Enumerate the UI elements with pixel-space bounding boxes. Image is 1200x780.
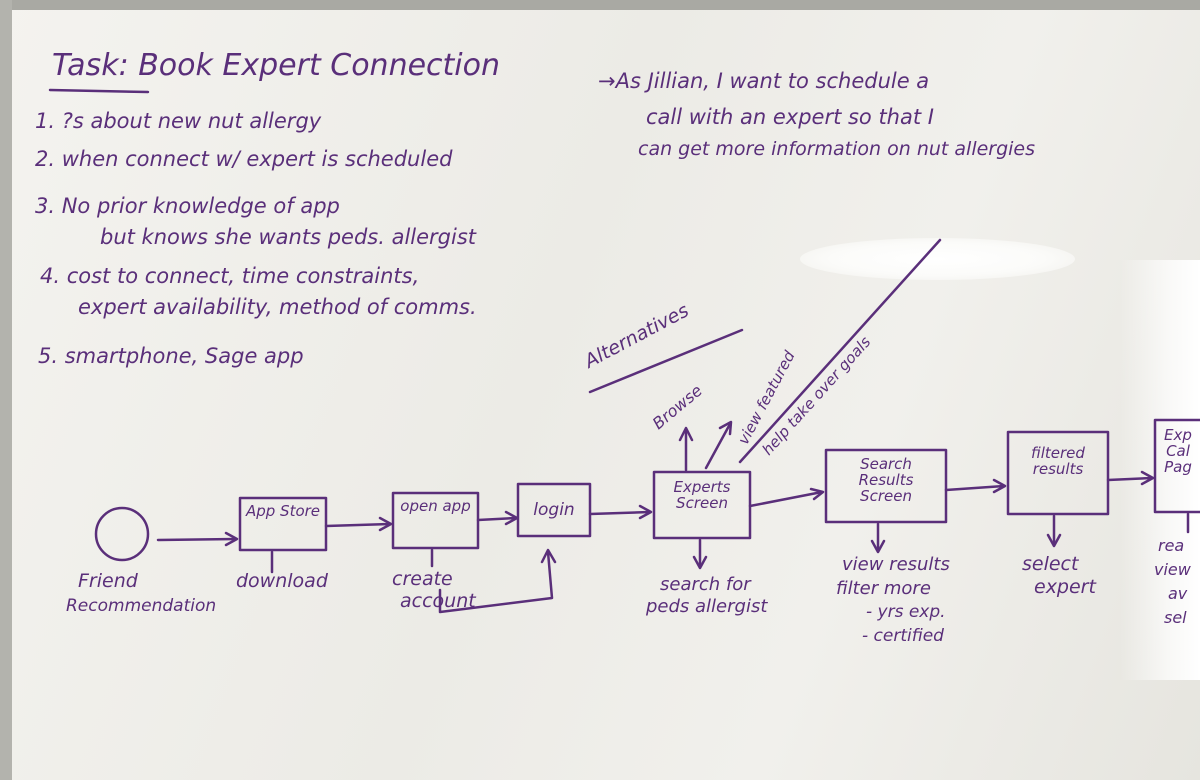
download-label: download (236, 570, 328, 592)
partial-line-3: av (1168, 584, 1188, 603)
create-account-line-2: account (400, 590, 476, 612)
select-expert-line-1: select (1022, 553, 1079, 575)
task-title: Task: Book Expert Connection (52, 48, 500, 83)
box-expert-calendar-label: Exp Cal Pag (1164, 428, 1192, 476)
view-results-line-1: view results (842, 554, 950, 575)
note-1: 1. ?s about new nut allergy (35, 109, 322, 133)
select-expert-line-2: expert (1034, 576, 1096, 598)
box-expert-calendar (1153, 418, 1200, 514)
start-circle (94, 506, 150, 562)
box-app-store (238, 496, 328, 552)
light-glare (800, 238, 1075, 280)
partial-line-2: view (1154, 560, 1191, 579)
user-story-line-3: can get more information on nut allergie… (638, 138, 1036, 160)
note-5: 5. smartphone, Sage app (38, 344, 304, 368)
box-filtered-results (1006, 430, 1110, 516)
box-login-label: login (533, 500, 575, 520)
note-4: 4. cost to connect, time constraints, (40, 264, 420, 288)
create-account-line-1: create (392, 568, 453, 590)
light-glare-right (1120, 260, 1200, 680)
start-label-line-2: Recommendation (66, 596, 217, 616)
note-2: 2. when connect w/ expert is scheduled (35, 147, 453, 171)
view-results-line-3: - yrs exp. (866, 602, 946, 622)
box-filtered-results-label: filtered results (1031, 444, 1085, 478)
box-open-app-label: open app (400, 497, 471, 515)
view-results-line-2: filter more (836, 578, 931, 599)
view-results-line-4: - certified (862, 626, 944, 646)
user-story-line-2: call with an expert so that I (646, 105, 934, 129)
board-frame-top (0, 0, 1200, 10)
box-login (516, 482, 592, 538)
box-search-results-label: Search Results Screen (858, 455, 914, 505)
note-3: 3. No prior knowledge of app (35, 194, 340, 218)
partial-line-1: rea (1158, 536, 1185, 555)
partial-line-4: sel (1164, 608, 1187, 627)
box-search-results (824, 448, 948, 524)
board-frame-left (0, 0, 12, 780)
box-app-store-label: App Store (245, 502, 321, 520)
search-for-line-1: search for (660, 574, 751, 595)
start-label-line-1: Friend (78, 570, 138, 592)
box-experts-screen-label: Experts Screen (673, 478, 731, 512)
user-story-line-1: →As Jillian, I want to schedule a (598, 69, 930, 93)
search-for-line-2: peds allergist (646, 596, 768, 617)
alternatives-underline (588, 328, 744, 394)
note-3-cont: but knows she wants peds. allergist (100, 225, 477, 249)
note-4-cont: expert availability, method of comms. (78, 295, 477, 319)
